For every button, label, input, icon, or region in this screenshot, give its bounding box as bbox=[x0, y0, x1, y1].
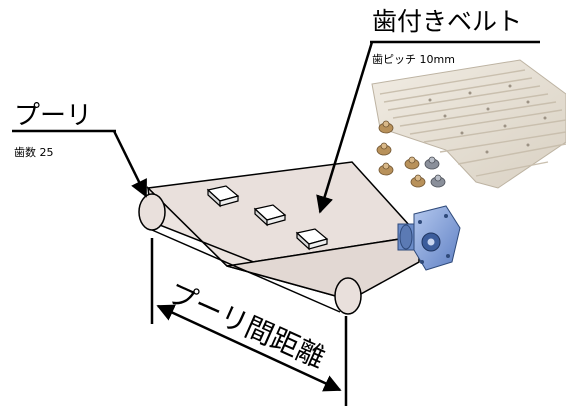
leader-lines bbox=[12, 40, 540, 214]
box-1 bbox=[206, 185, 240, 208]
conveyed-boxes bbox=[206, 185, 329, 251]
pulley-teeth-label: 歯数 25 bbox=[14, 146, 54, 159]
box-2 bbox=[253, 204, 287, 227]
distance-dimension bbox=[150, 238, 348, 406]
motor-image bbox=[397, 205, 461, 271]
right-pulley bbox=[334, 277, 362, 315]
belt-title: 歯付きベルト bbox=[372, 7, 522, 36]
belt-pitch-label: 歯ピッチ 10mm bbox=[372, 53, 455, 66]
pulley-distance-label: プーリ間距離 bbox=[163, 276, 330, 374]
box-3 bbox=[295, 228, 329, 251]
dimension-arrow bbox=[156, 304, 342, 392]
toothed-belt-image bbox=[371, 59, 566, 189]
belt-fittings-image bbox=[376, 120, 446, 188]
left-pulley bbox=[138, 193, 166, 231]
pulley-title: プーリ bbox=[14, 101, 92, 131]
